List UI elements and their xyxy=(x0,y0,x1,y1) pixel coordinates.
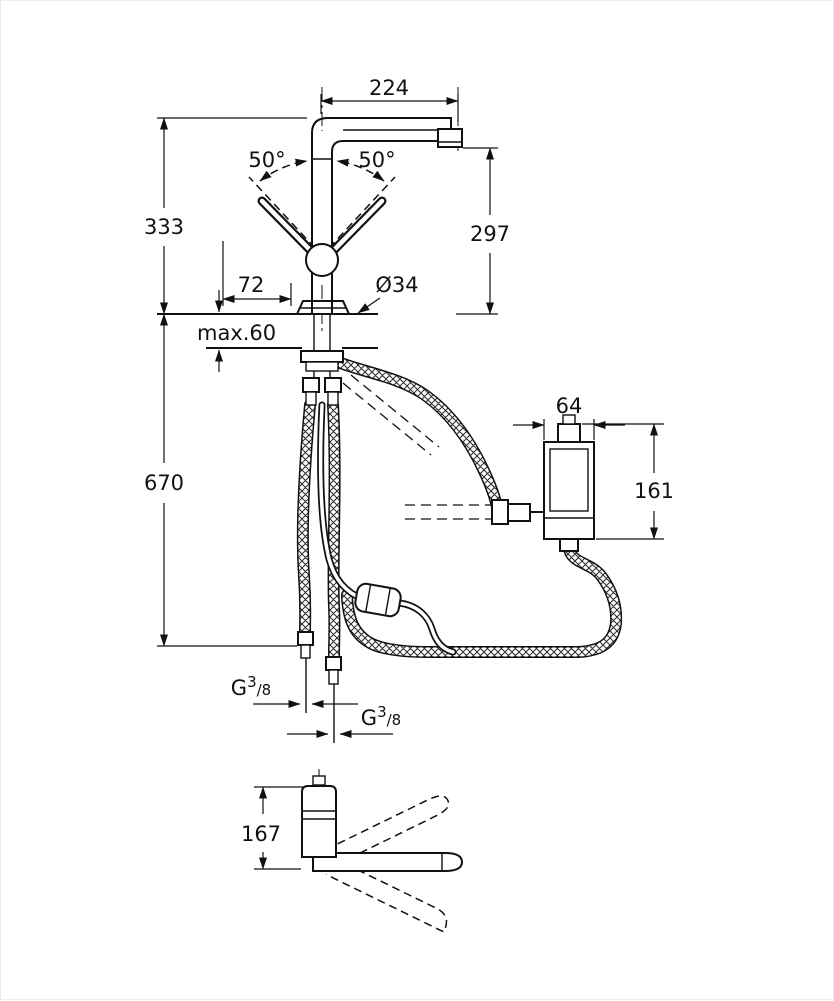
swivel-arc-right xyxy=(336,158,385,182)
inline-connector xyxy=(491,499,544,525)
handle-ball-joint xyxy=(305,243,339,277)
deck-and-mounting xyxy=(157,300,378,406)
dim-side-height-label: 167 xyxy=(241,822,281,846)
dimension-max-deck-thickness: max.60 xyxy=(197,290,276,372)
dimension-box-height: 161 xyxy=(582,423,674,540)
supply-hose-right xyxy=(328,400,340,662)
dim-length-below-label: 670 xyxy=(144,471,184,495)
dim-swivel-left-label: 50° xyxy=(248,148,285,172)
dim-spout-reach-label: 224 xyxy=(369,76,409,100)
thread-label-left: G3/8 xyxy=(231,673,358,708)
side-view-body xyxy=(301,785,337,858)
supply-fitting-right xyxy=(325,656,342,743)
dim-height-above-label: 333 xyxy=(144,215,184,239)
dim-box-width-label: 64 xyxy=(556,394,583,418)
dimension-height-above-deck: 333 xyxy=(144,117,307,315)
dim-spout-height-label: 297 xyxy=(470,222,510,246)
pullout-hose-upper xyxy=(330,356,502,512)
dim-swivel-right-label: 50° xyxy=(358,148,395,172)
faucet-side-view: 167 xyxy=(241,769,464,933)
dim-box-height-label: 161 xyxy=(634,479,674,503)
thread-label-right: G3/8 xyxy=(287,703,401,738)
dimension-box-width: 64 xyxy=(513,394,625,440)
dimension-length-below-deck: 670 xyxy=(144,313,297,647)
handle-lever-right xyxy=(330,198,385,254)
outlet-hose-loop xyxy=(342,547,621,657)
faucet-front-view xyxy=(248,117,463,314)
dim-thread-right-label: G3/8 xyxy=(361,703,401,730)
dimension-spout-outlet-height: 297 xyxy=(456,147,510,315)
dim-max-thickness-label: max.60 xyxy=(197,321,276,345)
handle-lever-left xyxy=(259,198,314,254)
dimension-handle-projection: 72 xyxy=(222,241,292,306)
mounting-bracket xyxy=(300,350,344,363)
swivel-arc-left xyxy=(259,158,308,182)
dim-hole-diameter-label: Ø34 xyxy=(375,273,418,297)
hose-assembly xyxy=(296,355,623,743)
hose-weight xyxy=(354,582,402,618)
mounting-nut xyxy=(305,361,339,372)
supply-hose-left xyxy=(298,400,315,637)
dim-thread-left-label: G3/8 xyxy=(231,673,271,700)
side-view-spout xyxy=(312,852,464,872)
control-box xyxy=(543,414,595,552)
dimension-hole-diameter: Ø34 xyxy=(357,273,419,314)
spout-aerator xyxy=(437,128,463,148)
dim-handle-projection-label: 72 xyxy=(238,273,265,297)
centerlines xyxy=(321,87,459,335)
supply-fitting-left xyxy=(297,631,314,713)
dimension-spout-reach: 224 xyxy=(320,76,459,122)
